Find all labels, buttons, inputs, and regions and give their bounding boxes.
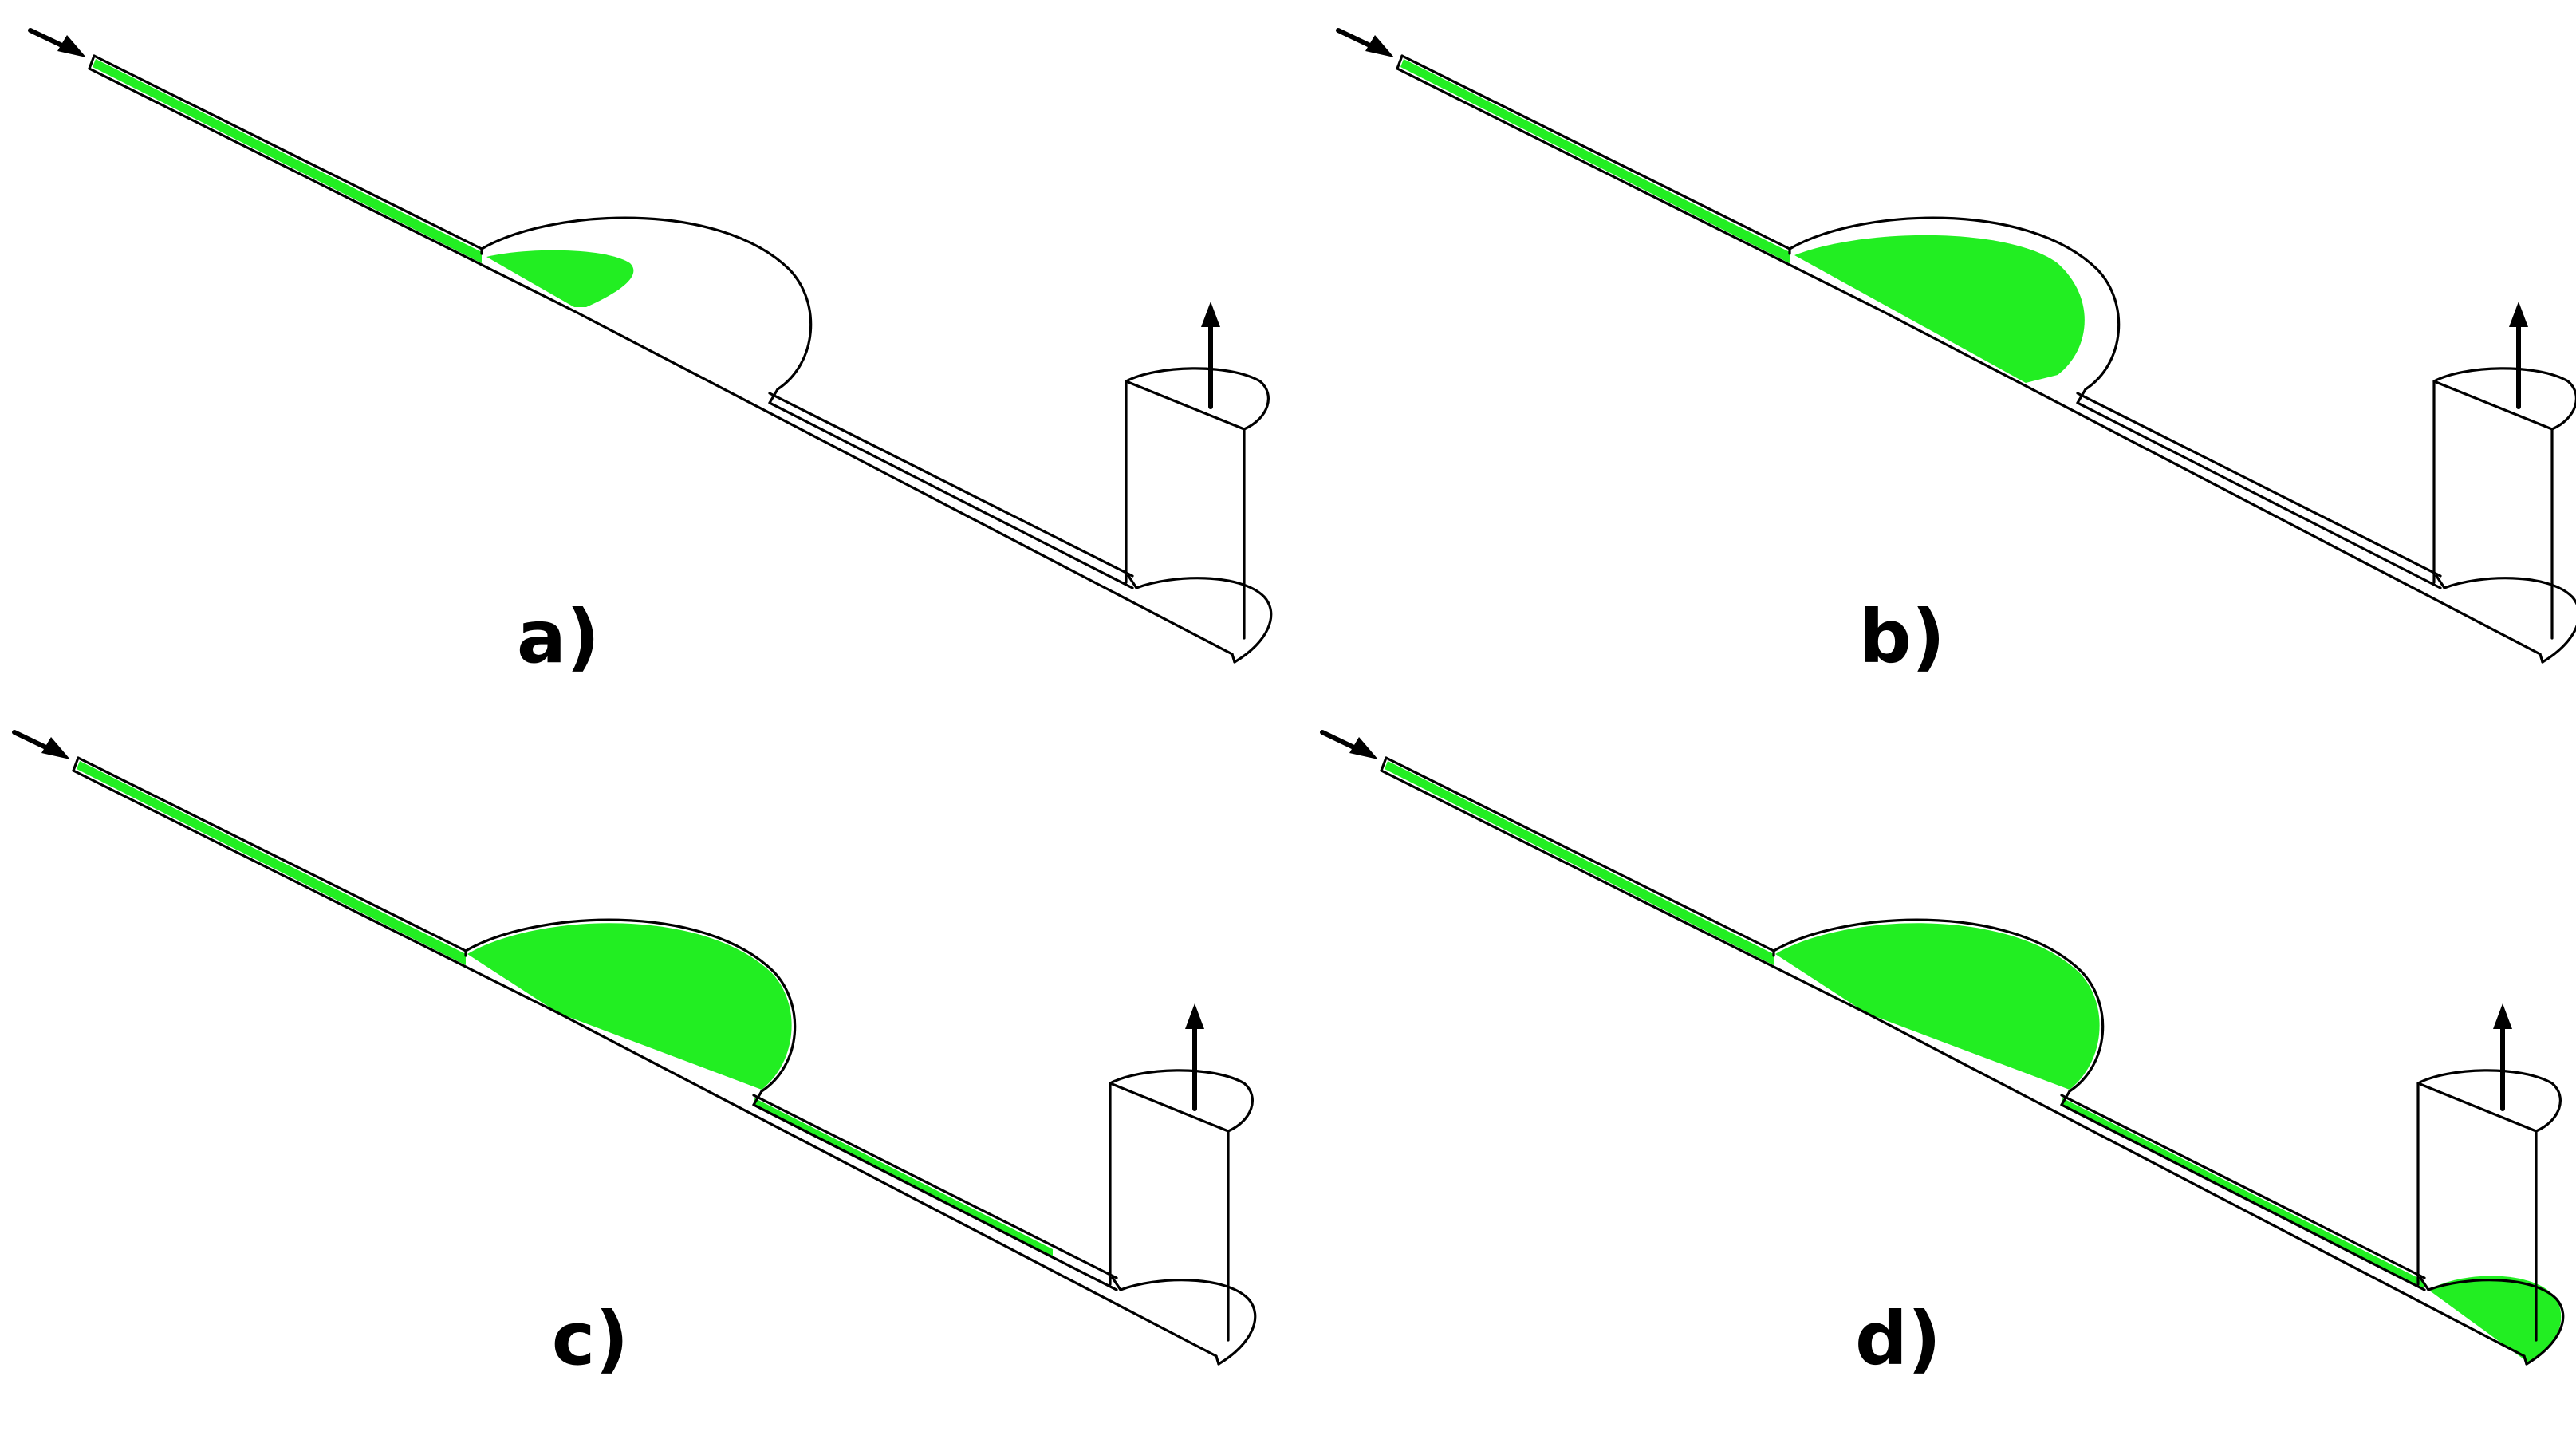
fluid-chamber [1775, 923, 2100, 1090]
outlet-arrow-icon [1201, 302, 1220, 409]
fluid-inlet-channel [93, 59, 482, 263]
fluid-outlet-well [2428, 1276, 2562, 1362]
panel-label-d: d) [1855, 1296, 1941, 1382]
fluid-chamber [467, 923, 792, 1090]
inlet-arrow-icon [1320, 730, 1378, 759]
panel-label-a: a) [517, 594, 600, 680]
outlet-arrow-icon [1185, 1003, 1204, 1111]
panel-c: c) [12, 730, 1257, 1382]
panel-d: d) [1320, 730, 2565, 1382]
panel-label-c: c) [552, 1296, 629, 1382]
inlet-arrow-icon [1336, 28, 1394, 57]
fluid-chamber-partial [486, 250, 634, 307]
panel-b: b) [1336, 28, 2576, 680]
inlet-arrow-icon [28, 28, 86, 57]
panel-a: a) [28, 28, 1273, 680]
inlet-arrow-icon [12, 730, 70, 759]
fluid-chamber [1794, 235, 2085, 383]
fluid-outlet-channel [754, 1098, 1053, 1257]
outlet-arrow-icon [2493, 1003, 2512, 1111]
fluid-inlet-channel [1400, 59, 1790, 263]
fluid-inlet-channel [77, 761, 466, 965]
fluid-inlet-channel [1385, 761, 1774, 965]
panel-label-b: b) [1859, 594, 1945, 680]
outlet-arrow-icon [2509, 302, 2528, 409]
